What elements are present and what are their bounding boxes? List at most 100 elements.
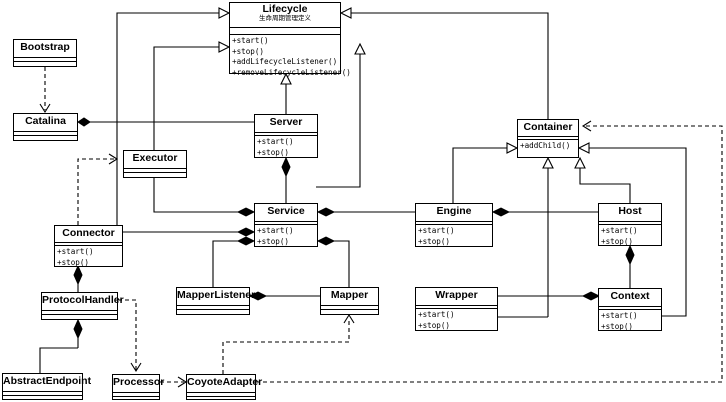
bootstrap-methods: [14, 61, 76, 65]
context-diamond: [581, 291, 601, 301]
engine-diamond: [491, 207, 511, 217]
executor-methods: [124, 172, 186, 176]
service-mapper-diamond: [316, 236, 336, 246]
connector-methods: +start() +stop(): [55, 245, 122, 269]
server-title: Server: [269, 116, 303, 128]
protocolhandler-diamond: [73, 318, 83, 340]
lifecycle-methods: +start() +stop() +addLifecycleListener()…: [230, 34, 351, 79]
executor-arrowhead: [108, 153, 119, 165]
container-class: Container +addChild(): [517, 119, 579, 158]
context-attributes: [599, 306, 661, 309]
context-method: +stop(): [601, 321, 634, 331]
lifecycle-method: +addLifecycleListener(): [232, 57, 338, 66]
host-method: +start(): [601, 226, 638, 235]
bootstrap-title: Bootstrap: [20, 41, 70, 53]
service-has-executor: [153, 177, 238, 213]
host-attributes: [599, 221, 661, 224]
mapperlistener-diamond: [248, 291, 268, 301]
host-title: Host: [618, 205, 642, 217]
catalina-methods: [14, 135, 77, 139]
connector-attributes: [55, 242, 122, 245]
lifecycle-title: Lifecycle: [262, 3, 308, 15]
mapper-title: Mapper: [330, 289, 369, 301]
service-methods: +start() +stop(): [255, 224, 317, 248]
service-method: +start(): [257, 226, 294, 235]
context-inherits-container: [589, 147, 687, 317]
catalina-class: Catalina: [13, 113, 78, 141]
coyoteadapter-uses-mapper: [222, 318, 350, 374]
executor-class: Executor: [123, 150, 187, 178]
server-diamond: [281, 156, 291, 178]
catalina-title: Catalina: [25, 115, 66, 127]
wrapper-class: Wrapper +start() +stop(): [415, 287, 498, 331]
service-inherits-lifecycle: [316, 54, 361, 188]
server-methods: +start() +stop(): [255, 135, 317, 159]
protocolhandler-attributes: [42, 310, 117, 314]
catalina-attributes: [14, 131, 77, 135]
service-class: Service +start() +stop(): [254, 203, 318, 247]
processor-attributes: [113, 392, 159, 396]
host-method: +stop(): [601, 236, 634, 246]
bootstrap-attributes: [14, 57, 76, 61]
connector-class: Connector +start() +stop(): [54, 225, 123, 267]
mapper-methods: [321, 309, 378, 313]
coyoteadapter-title: CoyoteAdapter: [187, 376, 263, 388]
abstractendpoint-class: AbstractEndpoint: [2, 373, 91, 400]
server-attributes: [255, 132, 317, 135]
lifecycle-arrow-left-top: [218, 7, 231, 19]
engine-title: Engine: [436, 205, 472, 217]
lifecycle-method: +removeLifecycleListener(): [232, 67, 351, 77]
wrapper-methods: +start() +stop(): [416, 308, 497, 332]
engine-methods: +start() +stop(): [416, 224, 492, 248]
wrapper-title: Wrapper: [435, 289, 478, 301]
server-class: Server +start() +stop(): [254, 114, 318, 158]
service-engine-diamond: [316, 207, 336, 217]
service-attributes: [255, 221, 317, 224]
container-methods: +addChild(): [518, 139, 578, 153]
lifecycle-arrow-right-mid: [354, 42, 366, 55]
connector-method: +start(): [57, 247, 94, 256]
connector-uses-executor: [77, 158, 116, 225]
context-class: Context +start() +stop(): [598, 288, 662, 331]
connector-method: +stop(): [57, 257, 90, 267]
catalina-diamond: [77, 117, 91, 127]
abstractendpoint-methods: [3, 395, 82, 399]
host-methods: +start() +stop(): [599, 224, 661, 248]
host-class: Host +start() +stop(): [598, 203, 662, 246]
lifecycle-arrow-left-mid: [218, 41, 231, 53]
wrapper-attributes: [416, 305, 497, 308]
service-title: Service: [267, 205, 305, 217]
container-inherits-lifecycle: [351, 12, 549, 119]
service-method: +stop(): [257, 236, 290, 246]
processor-class: Processor: [112, 374, 164, 400]
mapperlistener-methods: [177, 309, 249, 313]
processor-methods: [113, 396, 159, 400]
engine-method: +start(): [418, 226, 455, 235]
lifecycle-subtitle: 生命周期管理定义: [259, 15, 311, 22]
service-executor-diamond: [236, 207, 256, 217]
lifecycle-class: Lifecycle 生命周期管理定义 +start() +stop() +add…: [229, 2, 351, 77]
abstractendpoint-attributes: [3, 391, 82, 395]
protocolhandler-uses-processor: [118, 299, 137, 370]
executor-inherits-lifecycle: [153, 46, 219, 150]
engine-class: Engine +start() +stop(): [415, 203, 493, 247]
container-arrow-bottom-right: [574, 156, 586, 169]
server-method: +start(): [257, 137, 294, 146]
coyoteadapter-uses-container: [256, 125, 723, 383]
service-mapperlistener-diamond: [236, 236, 256, 246]
wrapper-method: +stop(): [418, 320, 451, 330]
container-title: Container: [523, 121, 573, 133]
container-method: +addChild(): [520, 141, 571, 150]
mapper-arrowhead: [343, 313, 355, 324]
container-arrow-bottom: [542, 156, 554, 169]
coyoteadapter-class: CoyoteAdapter: [186, 374, 263, 400]
connector-title: Connector: [62, 227, 115, 239]
mapperlistener-attributes: [177, 305, 249, 309]
engine-method: +stop(): [418, 236, 451, 246]
host-inherits-container: [579, 168, 631, 203]
mapperlistener-class: MapperListener: [176, 287, 255, 315]
server-method: +stop(): [257, 147, 290, 157]
container-arrow-right: [577, 142, 590, 154]
lifecycle-method: +stop(): [232, 46, 265, 56]
